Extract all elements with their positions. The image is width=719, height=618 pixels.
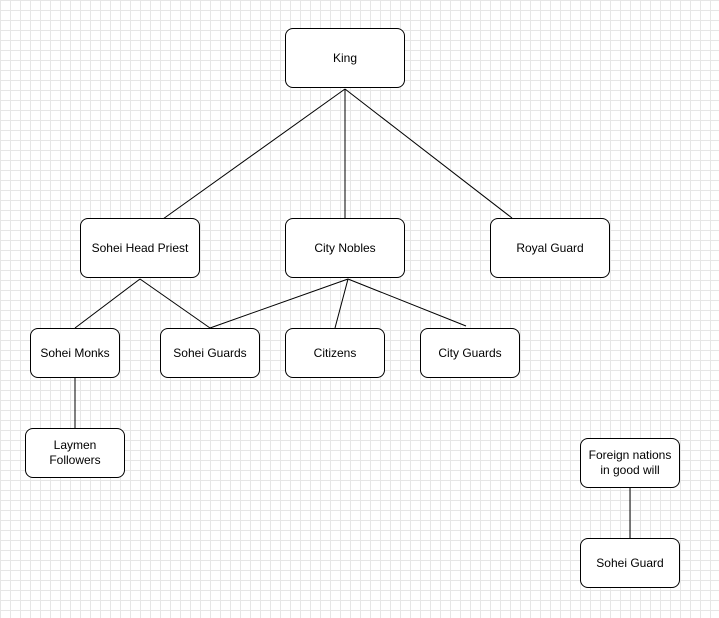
edge-city-nobles-city-guards bbox=[347, 278, 467, 327]
node-label-citizens: Citizens bbox=[313, 345, 357, 360]
node-label-city-nobles: City Nobles bbox=[314, 240, 376, 255]
node-laymen-followers[interactable]: Laymen Followers bbox=[25, 428, 125, 478]
node-label-sohei-guards: Sohei Guards bbox=[173, 345, 247, 360]
edge-king-sohei-head-priest bbox=[162, 88, 346, 220]
edge-king-royal-guard bbox=[344, 88, 513, 219]
node-foreign-nations[interactable]: Foreign nations in good will bbox=[580, 438, 680, 488]
node-sohei-monks[interactable]: Sohei Monks bbox=[30, 328, 120, 378]
node-label-foreign-nations: Foreign nations in good will bbox=[588, 448, 672, 477]
node-sohei-guard[interactable]: Sohei Guard bbox=[580, 538, 680, 588]
node-royal-guard[interactable]: Royal Guard bbox=[490, 218, 610, 278]
node-citizens[interactable]: Citizens bbox=[285, 328, 385, 378]
node-king[interactable]: King bbox=[285, 28, 405, 88]
node-label-laymen-followers: Laymen Followers bbox=[49, 438, 101, 467]
node-label-king: King bbox=[332, 50, 358, 65]
edge-city-nobles-citizens bbox=[334, 278, 349, 329]
node-label-royal-guard: Royal Guard bbox=[516, 240, 584, 255]
edge-sohei-head-priest-sohei-monks bbox=[74, 278, 141, 329]
node-city-guards[interactable]: City Guards bbox=[420, 328, 520, 378]
node-label-sohei-monks: Sohei Monks bbox=[40, 345, 110, 360]
edge-sohei-head-priest-sohei-guards bbox=[139, 278, 211, 329]
node-sohei-guards[interactable]: Sohei Guards bbox=[160, 328, 260, 378]
node-sohei-head-priest[interactable]: Sohei Head Priest bbox=[80, 218, 200, 278]
node-city-nobles[interactable]: City Nobles bbox=[285, 218, 405, 278]
node-label-sohei-guard: Sohei Guard bbox=[596, 555, 664, 570]
node-label-city-guards: City Guards bbox=[438, 345, 502, 360]
edge-city-nobles-sohei-guards bbox=[209, 278, 349, 329]
node-label-sohei-head-priest: Sohei Head Priest bbox=[91, 240, 189, 255]
